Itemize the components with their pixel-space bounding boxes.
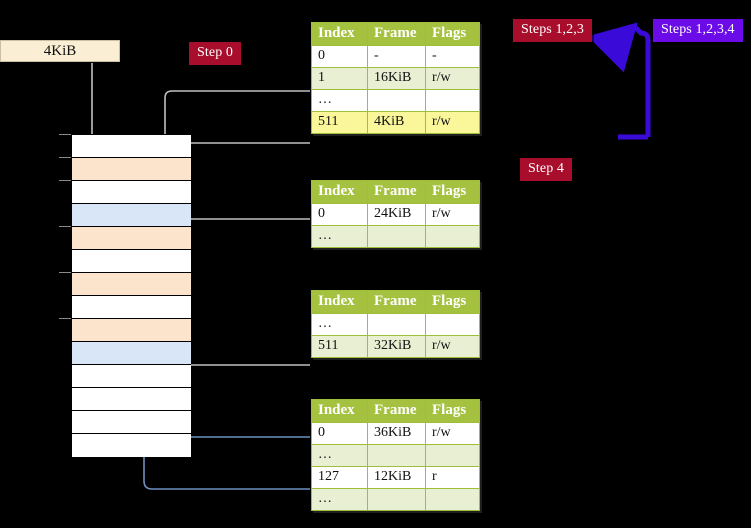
cell-frame — [367, 313, 426, 336]
memory-frame-row — [72, 204, 191, 227]
cell-index: … — [311, 225, 368, 248]
cell-index: 0 — [311, 45, 368, 68]
table-row: … — [311, 225, 480, 248]
cell-frame: 12KiB — [367, 466, 426, 489]
table-row: … — [311, 488, 480, 511]
column-header-frame: Frame — [367, 180, 426, 204]
memory-frame-row — [72, 411, 191, 434]
cell-frame: 24KiB — [367, 203, 426, 226]
badge-steps-1234-label: Steps 1,2,3,4 — [661, 22, 735, 37]
memory-row-tick — [59, 318, 71, 319]
column-header-index: Index — [311, 290, 368, 314]
column-header-frame: Frame — [367, 22, 426, 46]
memory-frame-row — [72, 434, 191, 457]
column-header-flags: Flags — [425, 180, 480, 204]
memory-frame-row — [72, 158, 191, 181]
badge-step-4-label: Step 4 — [528, 161, 564, 176]
cell-frame: - — [367, 45, 426, 68]
memory-frame-row — [72, 250, 191, 273]
cell-index: 511 — [311, 111, 368, 134]
cell-frame — [367, 488, 426, 511]
memory-row-tick — [59, 157, 71, 158]
cell-flags — [425, 313, 480, 336]
cell-flags — [425, 225, 480, 248]
memory-frame-row — [72, 296, 191, 319]
memory-frame-row — [72, 135, 191, 158]
table-row: 0-- — [311, 45, 480, 68]
table-row: … — [311, 89, 480, 112]
cell-frame: 4KiB — [367, 111, 426, 134]
cell-index: 127 — [311, 466, 368, 489]
column-header-index: Index — [311, 180, 368, 204]
badge-step-0-label: Step 0 — [197, 45, 233, 60]
memory-frame-row — [72, 319, 191, 342]
badge-step-0: Step 0 — [189, 42, 241, 65]
cell-flags: r/w — [425, 422, 480, 445]
memory-frame-row — [72, 388, 191, 411]
column-header-index: Index — [311, 399, 368, 423]
memory-frame-row — [72, 342, 191, 365]
column-header-frame: Frame — [367, 399, 426, 423]
memory-row-tick — [59, 134, 71, 135]
memory-frame-row — [72, 227, 191, 250]
cell-flags — [425, 89, 480, 112]
memory-frame-row — [72, 181, 191, 204]
cell-flags: - — [425, 45, 480, 68]
cell-frame — [367, 444, 426, 467]
cell-index: … — [311, 488, 368, 511]
column-header-flags: Flags — [425, 399, 480, 423]
table-row: … — [311, 313, 480, 336]
cell-index: 0 — [311, 203, 368, 226]
column-header-frame: Frame — [367, 290, 426, 314]
memory-frame-row — [72, 365, 191, 388]
cell-index: … — [311, 89, 368, 112]
cell-frame — [367, 89, 426, 112]
cell-flags: r/w — [425, 67, 480, 90]
cell-flags: r/w — [425, 203, 480, 226]
column-header-index: Index — [311, 22, 368, 46]
kib-box-label: 4KiB — [43, 43, 77, 59]
cell-frame: 36KiB — [367, 422, 426, 445]
cell-index: … — [311, 313, 368, 336]
badge-steps-1234: Steps 1,2,3,4 — [653, 19, 743, 42]
cell-flags — [425, 444, 480, 467]
table-row: … — [311, 444, 480, 467]
badge-steps-123-label: Steps 1,2,3 — [521, 22, 584, 37]
wire-pml4-511 — [176, 142, 310, 159]
memory-row-tick — [59, 180, 71, 181]
column-header-flags: Flags — [425, 290, 480, 314]
memory-row-tick — [59, 272, 71, 273]
kib-box: 4KiB — [0, 40, 120, 62]
column-header-flags: Flags — [425, 22, 480, 46]
cell-flags: r/w — [425, 335, 480, 358]
badge-step-4: Step 4 — [520, 158, 572, 181]
cell-index: … — [311, 444, 368, 467]
cell-flags — [425, 488, 480, 511]
cell-flags: r/w — [425, 111, 480, 134]
cell-index: 0 — [311, 422, 368, 445]
cell-flags: r — [425, 466, 480, 489]
memory-row-tick — [59, 226, 71, 227]
wire-pdpt-24kib — [176, 218, 310, 257]
cell-frame: 32KiB — [367, 335, 426, 358]
cell-index: 1 — [311, 67, 368, 90]
cell-frame: 16KiB — [367, 67, 426, 90]
cell-index: 511 — [311, 335, 368, 358]
memory-frame-row — [72, 273, 191, 296]
wire-steps-loop — [587, 22, 651, 137]
cell-frame — [367, 225, 426, 248]
memory-frame-column — [71, 134, 191, 457]
badge-steps-123: Steps 1,2,3 — [513, 19, 592, 42]
